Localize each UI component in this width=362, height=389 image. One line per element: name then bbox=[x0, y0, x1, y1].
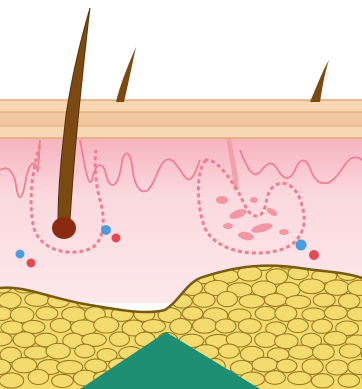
fat-cell-icon bbox=[326, 360, 348, 375]
hair-bulb-icon bbox=[52, 217, 76, 239]
gland-cell bbox=[216, 196, 228, 204]
fat-cell-icon bbox=[324, 306, 347, 320]
fat-cell-icon bbox=[312, 374, 334, 388]
fat-cell-icon bbox=[142, 320, 166, 333]
fat-cell-icon bbox=[255, 332, 277, 347]
fat-cell-icon bbox=[0, 293, 21, 309]
fat-cell-icon bbox=[277, 359, 297, 372]
fat-cell-icon bbox=[265, 371, 286, 385]
fat-cell-icon bbox=[94, 317, 119, 333]
fat-cell-icon bbox=[110, 332, 130, 346]
fat-cell-icon bbox=[0, 373, 24, 388]
blood-vessel-red-3 bbox=[309, 250, 319, 260]
blood-vessel-blue-2 bbox=[16, 250, 25, 259]
fat-cell-icon bbox=[46, 343, 70, 359]
fat-cell-icon bbox=[299, 279, 325, 294]
blood-vessel-blue-3 bbox=[296, 240, 307, 251]
fat-cell-icon bbox=[264, 293, 286, 306]
fat-cell-icon bbox=[312, 319, 333, 333]
fat-cell-icon bbox=[217, 292, 237, 307]
fat-cell-icon bbox=[238, 319, 261, 334]
fat-cell-icon bbox=[193, 318, 217, 333]
fat-cell-icon bbox=[324, 332, 347, 346]
fat-cell-icon bbox=[288, 372, 312, 385]
blood-vessel-red-2 bbox=[27, 259, 36, 268]
gland-cell bbox=[250, 197, 258, 203]
fat-cell-icon bbox=[52, 374, 74, 387]
blood-vessel-red-1 bbox=[112, 234, 121, 243]
gland-cell bbox=[223, 223, 233, 229]
fat-cell-icon bbox=[13, 332, 36, 348]
epidermis-layer bbox=[0, 100, 362, 138]
fat-cell-icon bbox=[339, 344, 361, 358]
fat-cell-icon bbox=[252, 357, 277, 372]
fat-cell-icon bbox=[289, 345, 314, 359]
fat-cell-icon bbox=[219, 344, 240, 358]
fat-cell-icon bbox=[313, 293, 335, 307]
fat-cell-icon bbox=[28, 370, 49, 385]
fat-cell-icon bbox=[313, 344, 335, 360]
fat-cell-icon bbox=[193, 293, 215, 308]
fat-cell-icon bbox=[170, 319, 192, 335]
fat-cell-icon bbox=[36, 307, 58, 320]
fat-cell-icon bbox=[288, 319, 309, 333]
blood-vessel-blue-1 bbox=[101, 225, 111, 235]
gland-cell bbox=[279, 229, 289, 235]
fat-cell-icon bbox=[239, 295, 264, 308]
fat-cell-icon bbox=[338, 374, 359, 387]
fat-cell-icon bbox=[75, 344, 95, 358]
fat-cell-icon bbox=[325, 280, 350, 295]
fat-cell-icon bbox=[215, 319, 236, 333]
fat-cell-icon bbox=[255, 307, 276, 321]
fat-cell-icon bbox=[24, 346, 49, 359]
fat-cell-icon bbox=[50, 318, 71, 332]
